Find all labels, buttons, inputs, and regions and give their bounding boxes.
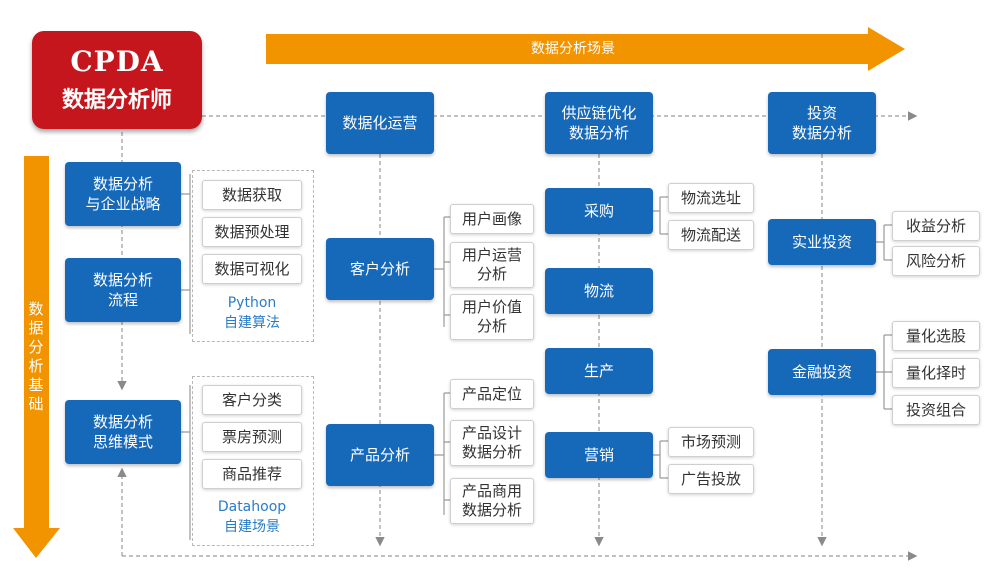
foundation-thinking-box: 数据分析 思维模式 [65, 400, 181, 464]
top-arrow-label: 数据分析场景 [531, 41, 615, 57]
production-box: 生产 [545, 348, 653, 394]
item-box-office-forecast: 票房预测 [202, 422, 302, 452]
item-quant-timing: 量化择时 [892, 358, 980, 388]
top-scenario-arrow [266, 27, 905, 71]
cpda-logo: CPDA 数据分析师 [32, 31, 202, 129]
item-market-forecast: 市场预测 [668, 427, 754, 457]
item-return-analysis: 收益分析 [892, 211, 980, 241]
product-analysis-box: 产品分析 [326, 424, 434, 486]
item-data-acquisition: 数据获取 [202, 180, 302, 210]
procurement-box: 采购 [545, 188, 653, 234]
logo-brand: CPDA [70, 45, 164, 78]
item-product-positioning: 产品定位 [450, 379, 534, 409]
item-logistics-site-selection: 物流选址 [668, 183, 754, 213]
item-logistics-distribution: 物流配送 [668, 220, 754, 250]
item-portfolio: 投资组合 [892, 395, 980, 425]
financial-investment-box: 金融投资 [768, 349, 876, 395]
item-user-operations-analysis: 用户运营 分析 [450, 242, 534, 288]
left-foundation-arrow [13, 156, 60, 558]
foundation-process-box: 数据分析 流程 [65, 258, 181, 322]
left-arrow-label: 数 据 分 析 基 础 [28, 300, 44, 413]
foundation-strategy-box: 数据分析 与企业战略 [65, 162, 181, 226]
item-risk-analysis: 风险分析 [892, 246, 980, 276]
item-user-profile: 用户画像 [450, 204, 534, 234]
logo-subtitle: 数据分析师 [61, 88, 172, 113]
thinking-tools-group [192, 376, 314, 546]
item-data-visualization: 数据可视化 [202, 254, 302, 284]
item-quant-stock-selection: 量化选股 [892, 321, 980, 351]
item-product-recommendation: 商品推荐 [202, 459, 302, 489]
process-tools-group [192, 170, 314, 342]
item-data-preprocessing: 数据预处理 [202, 217, 302, 247]
column-header-supply-chain: 供应链优化 数据分析 [545, 92, 653, 154]
marketing-box: 营销 [545, 432, 653, 478]
item-product-commercial-analysis: 产品商用 数据分析 [450, 478, 534, 524]
item-user-value-analysis: 用户价值 分析 [450, 294, 534, 340]
column-header-investment: 投资 数据分析 [768, 92, 876, 154]
customer-analysis-box: 客户分析 [326, 238, 434, 300]
logistics-box: 物流 [545, 268, 653, 314]
item-customer-classification: 客户分类 [202, 385, 302, 415]
python-tool-label: Python 自建算法 [224, 295, 280, 331]
datahoop-tool-label: Datahoop 自建场景 [217, 499, 287, 535]
item-product-design-analysis: 产品设计 数据分析 [450, 420, 534, 466]
item-ad-placement: 广告投放 [668, 464, 754, 494]
industry-investment-box: 实业投资 [768, 219, 876, 265]
column-header-data-operations: 数据化运营 [326, 92, 434, 154]
